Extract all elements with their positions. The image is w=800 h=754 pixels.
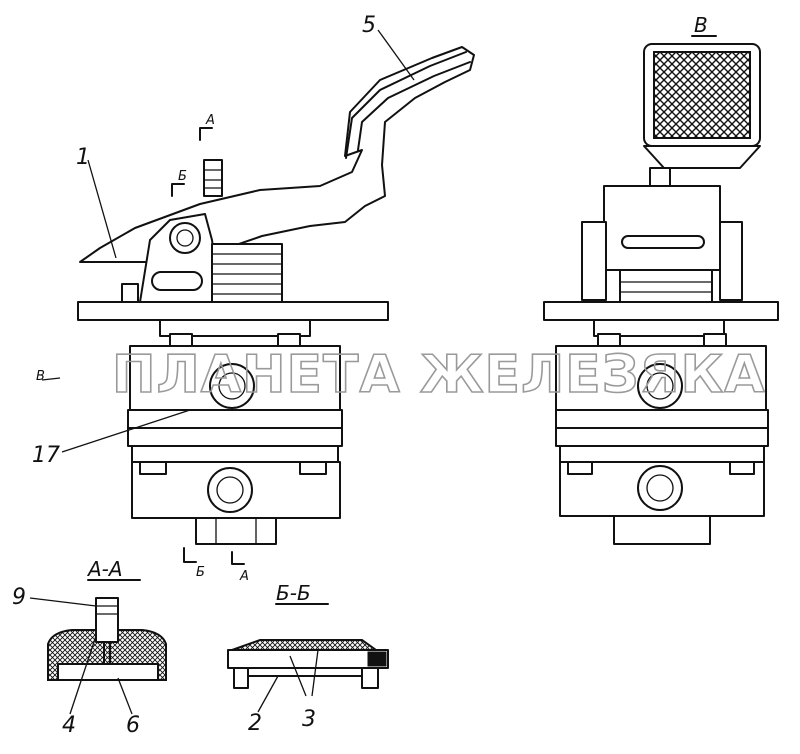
mounting-plate — [77, 301, 389, 321]
label-view-b-arrow: В — [36, 369, 45, 384]
watermark-text: ПЛАНЕТА ЖЕЛЕЗЯКА — [112, 345, 765, 405]
leader-2 — [257, 675, 279, 713]
label-pos-2: 2 — [248, 711, 262, 736]
label-pos-17: 17 — [32, 443, 60, 468]
leader-5 — [377, 29, 415, 81]
bracket-slot — [151, 271, 203, 291]
pivot-pin — [169, 222, 201, 254]
leader-1 — [87, 159, 117, 259]
leader-3b — [311, 649, 319, 697]
label-cut-a-bottom: А — [239, 569, 249, 584]
leader-6 — [117, 677, 133, 715]
section-a-screw — [95, 597, 119, 643]
label-section-aa: А-А — [86, 557, 123, 581]
view-b-plate — [543, 301, 779, 321]
section-b-b — [227, 603, 389, 713]
rubber-boot — [211, 243, 283, 303]
label-cut-b-bottom: Б — [196, 565, 205, 580]
label-pos-6: 6 — [126, 713, 140, 738]
label-cut-b-top: Б — [178, 169, 187, 184]
view-b-assembly — [543, 43, 779, 545]
label-section-bb: Б-Б — [276, 581, 311, 605]
label-pos-5: 5 — [362, 13, 376, 38]
leader-17 — [61, 409, 191, 453]
label-pos-1: 1 — [76, 145, 90, 170]
label-pos-3: 3 — [302, 707, 316, 732]
label-pos-4: 4 — [62, 713, 76, 738]
label-pos-9: 9 — [12, 585, 26, 610]
pedal-pad — [345, 51, 467, 159]
label-cut-a-top: А — [205, 113, 215, 128]
upper-flange — [159, 319, 311, 337]
outlet — [195, 517, 277, 545]
middle-flange — [127, 409, 343, 429]
upper-port — [209, 363, 255, 409]
leader-3a — [289, 655, 307, 697]
lower-port — [207, 467, 253, 513]
label-view-b: В — [694, 13, 708, 37]
foot-pad-mesh — [653, 51, 751, 139]
main-view-assembly — [41, 29, 475, 565]
leader-9 — [29, 597, 97, 607]
leader-4 — [69, 635, 97, 715]
adjust-screw — [203, 159, 223, 197]
view-b-bracket — [603, 185, 721, 271]
section-a-a — [29, 579, 167, 715]
pedal-arm — [79, 46, 475, 263]
